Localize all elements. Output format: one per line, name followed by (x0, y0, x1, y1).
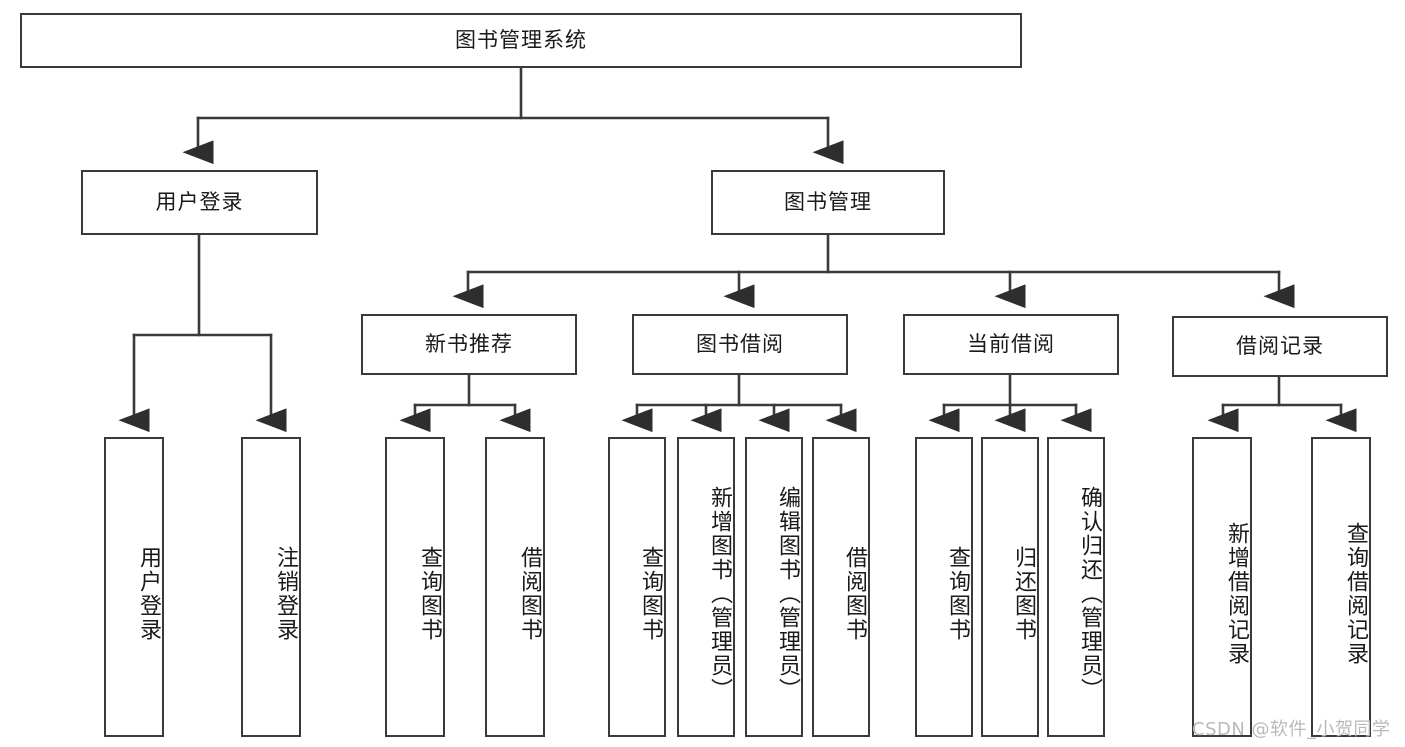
leaf-current-borrow-return[interactable]: 归还图书 (981, 437, 1039, 737)
node-book-management-label: 图书管理 (784, 189, 872, 214)
leaf-new-book-borrow[interactable]: 借阅图书 (485, 437, 545, 737)
leaf-current-borrow-confirm-return-label: 确认归还（管理员） (1077, 486, 1102, 702)
csdn-watermark: CSDN @软件_小贺同学 (1192, 719, 1391, 740)
leaf-current-borrow-return-label: 归还图书 (1011, 546, 1036, 642)
node-user-login[interactable]: 用户登录 (81, 170, 318, 235)
leaf-new-book-query-label: 查询图书 (417, 546, 442, 642)
node-book-borrow-label: 图书借阅 (696, 331, 784, 356)
node-user-login-label: 用户登录 (155, 189, 244, 214)
node-root-label: 图书管理系统 (455, 27, 587, 52)
leaf-current-borrow-query-label: 查询图书 (945, 546, 970, 642)
node-new-book-recommend-label: 新书推荐 (425, 331, 513, 356)
leaf-book-borrow-edit[interactable]: 编辑图书（管理员） (745, 437, 803, 737)
leaf-book-borrow-query-label: 查询图书 (638, 546, 663, 642)
leaf-borrow-record-query-label: 查询借阅记录 (1343, 522, 1368, 666)
leaf-borrow-record-add[interactable]: 新增借阅记录 (1192, 437, 1252, 737)
node-borrow-record[interactable]: 借阅记录 (1172, 316, 1388, 377)
leaf-book-borrow-edit-label: 编辑图书（管理员） (775, 486, 800, 702)
leaf-user-login-login[interactable]: 用户登录 (104, 437, 164, 737)
leaf-book-borrow-borrow[interactable]: 借阅图书 (812, 437, 870, 737)
node-borrow-record-label: 借阅记录 (1236, 333, 1324, 358)
leaf-new-book-query[interactable]: 查询图书 (385, 437, 445, 737)
node-book-borrow[interactable]: 图书借阅 (632, 314, 848, 375)
leaf-new-book-borrow-label: 借阅图书 (517, 546, 542, 642)
leaf-book-borrow-add[interactable]: 新增图书（管理员） (677, 437, 735, 737)
leaf-user-login-logout-label: 注销登录 (273, 546, 298, 642)
leaf-current-borrow-confirm-return[interactable]: 确认归还（管理员） (1047, 437, 1105, 737)
leaf-book-borrow-query[interactable]: 查询图书 (608, 437, 666, 737)
node-book-management[interactable]: 图书管理 (711, 170, 945, 235)
node-new-book-recommend[interactable]: 新书推荐 (361, 314, 577, 375)
leaf-borrow-record-add-label: 新增借阅记录 (1224, 522, 1249, 666)
leaf-user-login-login-label: 用户登录 (136, 546, 161, 642)
leaf-book-borrow-add-label: 新增图书（管理员） (707, 486, 732, 702)
leaf-current-borrow-query[interactable]: 查询图书 (915, 437, 973, 737)
node-current-borrow-label: 当前借阅 (967, 331, 1055, 356)
leaf-borrow-record-query[interactable]: 查询借阅记录 (1311, 437, 1371, 737)
node-root[interactable]: 图书管理系统 (20, 13, 1022, 68)
leaf-book-borrow-borrow-label: 借阅图书 (842, 546, 867, 642)
leaf-user-login-logout[interactable]: 注销登录 (241, 437, 301, 737)
node-current-borrow[interactable]: 当前借阅 (903, 314, 1119, 375)
